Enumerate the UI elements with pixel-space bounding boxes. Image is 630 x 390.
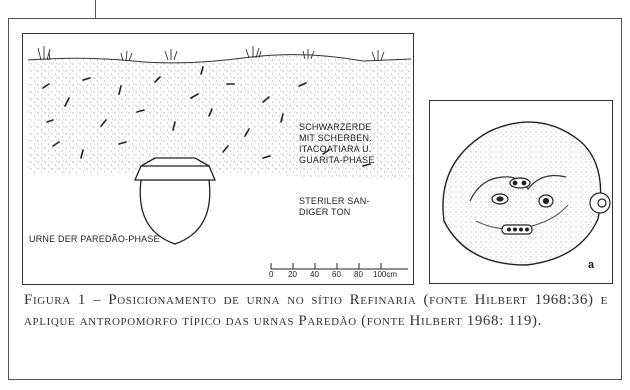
- figure-letter: a: [588, 259, 595, 271]
- scale-bar: [270, 263, 408, 270]
- scale-tick-40: 40: [310, 270, 319, 279]
- applique-mouth: [501, 224, 533, 235]
- scale-tick-80: 80: [354, 270, 363, 279]
- applique-eyes: [491, 177, 554, 208]
- label-urne: URNE DER PAREDÃO-PHASE: [29, 234, 160, 244]
- stratigraphy-drawing: [27, 46, 412, 270]
- dark-earth-layer: [28, 54, 411, 180]
- frame-top-divider: [0, 0, 96, 18]
- grass-tufts: [37, 46, 385, 62]
- label-steriler-ton: STERILER SAN- DIGER TON: [299, 196, 370, 217]
- applique-ear: [589, 192, 611, 214]
- scale-tick-20: 20: [288, 270, 297, 279]
- figure-caption: Figura 1 – Posicionamento de urna no sít…: [24, 292, 608, 329]
- urn-drawing: [134, 157, 216, 245]
- scale-tick-0: 0: [269, 270, 274, 279]
- applique-outline: [442, 121, 602, 266]
- scale-tick-100cm: 100cm: [373, 270, 398, 279]
- label-schwarzerde: SCHWARZERDE MIT SCHERBEN. ITACOATIARA U.…: [299, 122, 375, 165]
- applique-drawing: [442, 121, 611, 266]
- scale-tick-60: 60: [332, 270, 341, 279]
- sherds: [42, 66, 371, 167]
- stratigraphy-figure: SCHWARZERDE MIT SCHERBEN. ITACOATIARA U.…: [22, 33, 414, 285]
- surface-line: [27, 54, 412, 64]
- scale-tick-labels: 0 20 40 60 80 100cm: [265, 270, 413, 282]
- applique-figure: a: [429, 100, 613, 284]
